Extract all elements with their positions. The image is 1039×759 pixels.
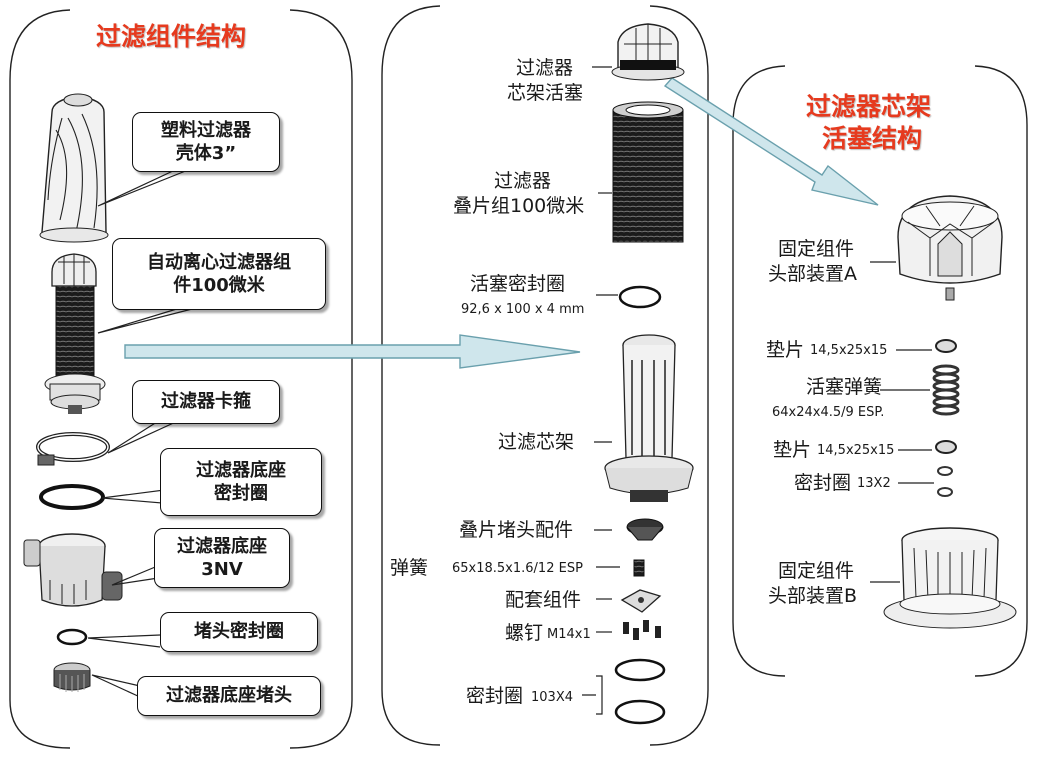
label-piston-line1: 过滤器 <box>516 57 574 79</box>
middle-leaders <box>582 66 620 715</box>
kit-part <box>620 589 662 613</box>
label-screw: 螺钉 <box>505 622 544 644</box>
label-spring: 弹簧 <box>390 557 429 579</box>
callout-cyclone-line1: 自动离心过滤器组 <box>147 251 291 273</box>
core-frame-part <box>604 334 694 502</box>
callout-base-seal-line2: 密封圈 <box>214 483 268 504</box>
callout-filter-base: 过滤器底座 3NV <box>154 528 290 588</box>
left-panel-title: 过滤组件结构 <box>96 22 247 51</box>
disc-stack-part <box>612 101 684 243</box>
piston-spring-part <box>932 364 960 416</box>
callout-base-plug-label: 过滤器底座堵头 <box>166 685 292 707</box>
arrow-to-core-frame <box>124 334 581 369</box>
label-oring: 密封圈 <box>794 472 852 494</box>
washer1-part <box>935 339 957 353</box>
label-seal: 密封圈 <box>466 685 524 707</box>
label-piston-line2: 芯架活塞 <box>507 82 584 104</box>
plug-seal-part <box>56 628 88 646</box>
callout-housing: 塑料过滤器 壳体3” <box>132 112 280 172</box>
right-leaders <box>870 261 934 583</box>
callout-cyclone-line2: 件100微米 <box>173 275 265 296</box>
base-plug-part <box>53 662 91 692</box>
screw-part <box>623 620 661 640</box>
label-piston-spring-spec: 64x24x4.5/9 ESP. <box>772 405 885 420</box>
label-washer1-spec: 14,5x25x15 <box>810 343 888 358</box>
callout-base-line2: 3NV <box>201 559 243 580</box>
piston-seal-part <box>618 285 662 309</box>
arrow-to-piston-detail <box>663 77 879 206</box>
label-oring-spec: 13X2 <box>857 476 891 491</box>
right-panel-title-line2: 活塞结构 <box>822 124 923 153</box>
filter-base-part <box>23 533 123 607</box>
callout-plug-seal-label: 堵头密封圈 <box>194 621 284 643</box>
callout-base-seal: 过滤器底座 密封圈 <box>160 448 322 516</box>
left-panel-frame <box>9 9 353 749</box>
callout-base-seal-line1: 过滤器底座 <box>196 459 286 481</box>
label-stack-line2: 叠片组100微米 <box>453 195 585 217</box>
label-head-b-line1: 固定组件 <box>778 560 855 582</box>
callout-tails <box>87 169 197 698</box>
callout-housing-line2: 壳体3” <box>175 143 237 164</box>
base-seal-part <box>39 484 105 510</box>
disc-cap-part <box>626 518 664 541</box>
callout-clamp: 过滤器卡箍 <box>132 380 280 424</box>
label-piston-seal: 活塞密封圈 <box>470 273 566 295</box>
housing-part <box>39 93 109 243</box>
head-a-part <box>897 195 1003 301</box>
callout-base-plug: 过滤器底座堵头 <box>137 676 321 716</box>
label-core-frame: 过滤芯架 <box>498 431 575 453</box>
label-seal-spec: 103X4 <box>531 690 573 705</box>
right-panel-title-line1: 过滤器芯架 <box>806 92 932 121</box>
label-washer2-spec: 14,5x25x15 <box>817 443 895 458</box>
callout-base-line1: 过滤器底座 <box>177 535 267 557</box>
spring-part <box>633 559 645 577</box>
seal-pair-part <box>614 658 666 725</box>
label-spring-spec: 65x18.5x1.6/12 ESP <box>452 561 583 576</box>
right-panel-frame <box>732 65 1028 677</box>
label-screw-spec: M14x1 <box>547 627 591 642</box>
callout-cyclone-assembly: 自动离心过滤器组 件100微米 <box>112 238 326 310</box>
label-kit: 配套组件 <box>505 589 582 611</box>
label-washer1: 垫片 <box>766 339 805 361</box>
oring-pair-part <box>937 466 953 497</box>
cyclone-assembly-part <box>44 253 106 414</box>
label-head-b-line2: 头部装置B <box>768 585 858 607</box>
label-disc-cap: 叠片堵头配件 <box>459 519 574 541</box>
callout-housing-line1: 塑料过滤器 <box>161 119 251 141</box>
label-head-a-line2: 头部装置A <box>768 263 857 285</box>
head-b-part <box>883 527 1017 629</box>
label-piston-seal-size: 92,6 x 100 x 4 mm <box>461 302 585 317</box>
label-piston-spring: 活塞弹簧 <box>806 376 883 398</box>
label-stack-line1: 过滤器 <box>494 170 552 192</box>
washer2-part <box>935 440 957 454</box>
clamp-part <box>36 432 110 466</box>
callout-clamp-label: 过滤器卡箍 <box>161 391 251 413</box>
label-washer2: 垫片 <box>773 439 812 461</box>
middle-panel-frame <box>381 5 709 746</box>
label-head-a-line1: 固定组件 <box>778 238 855 260</box>
piston-part <box>611 23 685 81</box>
callout-plug-seal: 堵头密封圈 <box>160 612 318 652</box>
